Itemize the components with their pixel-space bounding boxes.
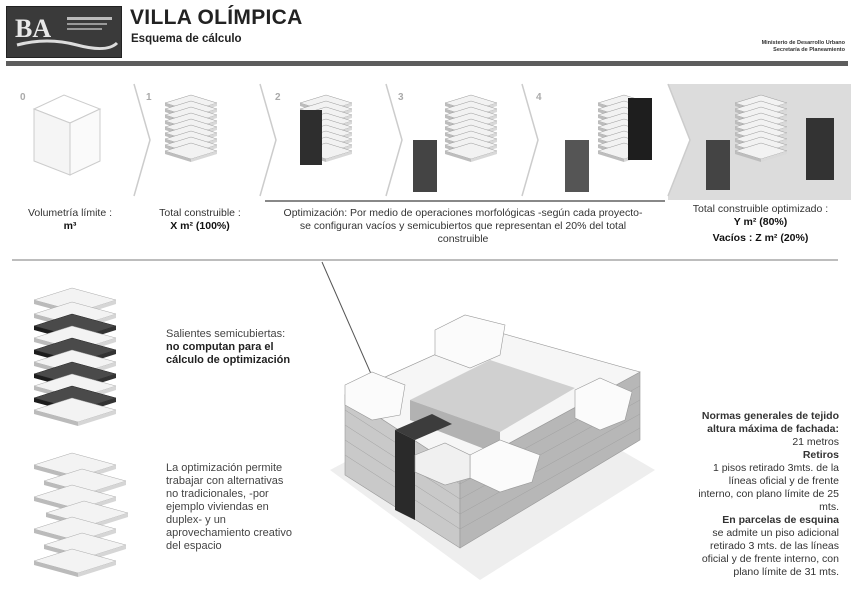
step-separator-3 bbox=[385, 83, 403, 197]
step-number-4: 4 bbox=[536, 92, 542, 103]
result-caption-line1: Total construible optimizado : bbox=[692, 203, 829, 215]
step-number-1: 1 bbox=[146, 92, 152, 103]
optimization-note: La optimización permite trabajar con alt… bbox=[166, 462, 292, 553]
step-separator-1 bbox=[133, 83, 151, 197]
salientes-note-line3: cálculo de optimización bbox=[166, 354, 291, 366]
norms-esquina-title: En parcelas de esquina bbox=[722, 514, 839, 526]
duplex-tower-illustration bbox=[33, 452, 129, 578]
page-title: VILLA OLÍMPICA bbox=[130, 6, 303, 29]
step-0-caption: Volumetría límite : m³ bbox=[10, 207, 130, 233]
norms-retiros-line3: interno, con plano límite de 25 bbox=[698, 488, 839, 500]
optimized-result-towers bbox=[706, 95, 834, 190]
logo-text: BA bbox=[15, 14, 51, 43]
step-1-caption-line2: X m² (100%) bbox=[170, 220, 230, 232]
volume-limit-wireframe bbox=[32, 94, 102, 176]
ba-logo: BA bbox=[6, 6, 122, 58]
norms-altura: 21 metros bbox=[792, 436, 839, 448]
step-0-caption-line2: m³ bbox=[63, 220, 77, 232]
optimization-caption-line2: se configuran vacíos y semicubiertos que… bbox=[299, 220, 627, 232]
result-caption: Total construible optimizado : Y m² (80%… bbox=[670, 203, 851, 245]
optimization-note-line5: duplex- y un bbox=[166, 514, 226, 526]
norms-retiros-line4: mts. bbox=[819, 501, 839, 513]
salientes-note-line2: no computan para el bbox=[166, 341, 274, 353]
result-caption-line3: Vacíos : Z m² (20%) bbox=[712, 232, 809, 244]
step-separator-2 bbox=[259, 83, 277, 197]
optimization-caption: Optimización: Por medio de operaciones m… bbox=[262, 207, 664, 246]
perimeter-block-illustration bbox=[330, 314, 655, 580]
norms-title-1: Normas generales de tejido bbox=[701, 410, 839, 422]
optimization-bracket bbox=[265, 200, 665, 202]
norms-esquina-line3: oficial y de frente interno, con bbox=[701, 553, 839, 565]
ba-logo-graphic: BA bbox=[15, 14, 119, 50]
norms-title-2: altura máxima de fachada: bbox=[707, 423, 839, 435]
salientes-note-line1: Salientes semicubiertas: bbox=[166, 328, 286, 340]
salientes-note: Salientes semicubiertas: no computan par… bbox=[166, 328, 290, 367]
norms-retiros-title: Retiros bbox=[802, 449, 839, 461]
section-divider bbox=[12, 259, 838, 261]
step-number-2: 2 bbox=[275, 92, 281, 103]
step-number-0: 0 bbox=[20, 92, 26, 103]
optimization-note-line7: del espacio bbox=[166, 540, 222, 552]
norms-esquina-line2: retirado 3 mts. de las líneas bbox=[710, 540, 839, 552]
salientes-tower-illustration bbox=[33, 287, 117, 427]
optimization-tower-2 bbox=[300, 95, 352, 165]
optimization-caption-line3: construible bbox=[437, 233, 489, 245]
norms-esquina-line4: plano límite de 31 mts. bbox=[733, 566, 839, 578]
norms-retiros-line2: líneas oficial y de frente bbox=[728, 475, 839, 487]
step-separator-5 bbox=[667, 83, 691, 197]
norms-retiros-line1: 1 pisos retirado 3mts. de la bbox=[712, 462, 839, 474]
step-number-3: 3 bbox=[398, 92, 404, 103]
step-separator-4 bbox=[521, 83, 539, 197]
step-0-caption-line1: Volumetría límite : bbox=[27, 207, 113, 219]
header-divider bbox=[6, 61, 848, 66]
optimization-note-line2: trabajar con alternativas bbox=[166, 475, 284, 487]
ministry-line-1: Ministerio de Desarrollo Urbano bbox=[761, 40, 845, 46]
step-1-caption-line1: Total construible : bbox=[159, 207, 241, 219]
norms-esquina-line1: se admite un piso adicional bbox=[712, 527, 839, 539]
optimization-note-line3: no tradicionales, -por bbox=[166, 488, 269, 500]
optimization-tower-3 bbox=[413, 95, 497, 192]
step-1-caption: Total construible : X m² (100%) bbox=[140, 207, 260, 233]
optimization-caption-line1: Optimización: Por medio de operaciones m… bbox=[283, 207, 643, 219]
result-caption-line2: Y m² (80%) bbox=[733, 216, 788, 228]
optimization-note-line4: ejemplo viviendas en bbox=[166, 501, 269, 513]
step-diagrams: 0 1 2 3 4 bbox=[20, 83, 834, 197]
optimization-tower-4 bbox=[565, 95, 652, 192]
optimization-note-line6: aprovechamiento creativo bbox=[166, 527, 292, 539]
norms-panel: Normas generales de tejido altura máxima… bbox=[649, 410, 839, 579]
ministry-line-2: Secretaría de Planeamiento bbox=[773, 47, 845, 53]
page-subtitle: Esquema de cálculo bbox=[131, 33, 242, 45]
ministry-credit: Ministerio de Desarrollo Urbano Secretar… bbox=[762, 40, 845, 54]
optimization-note-line1: La optimización permite bbox=[166, 462, 283, 474]
